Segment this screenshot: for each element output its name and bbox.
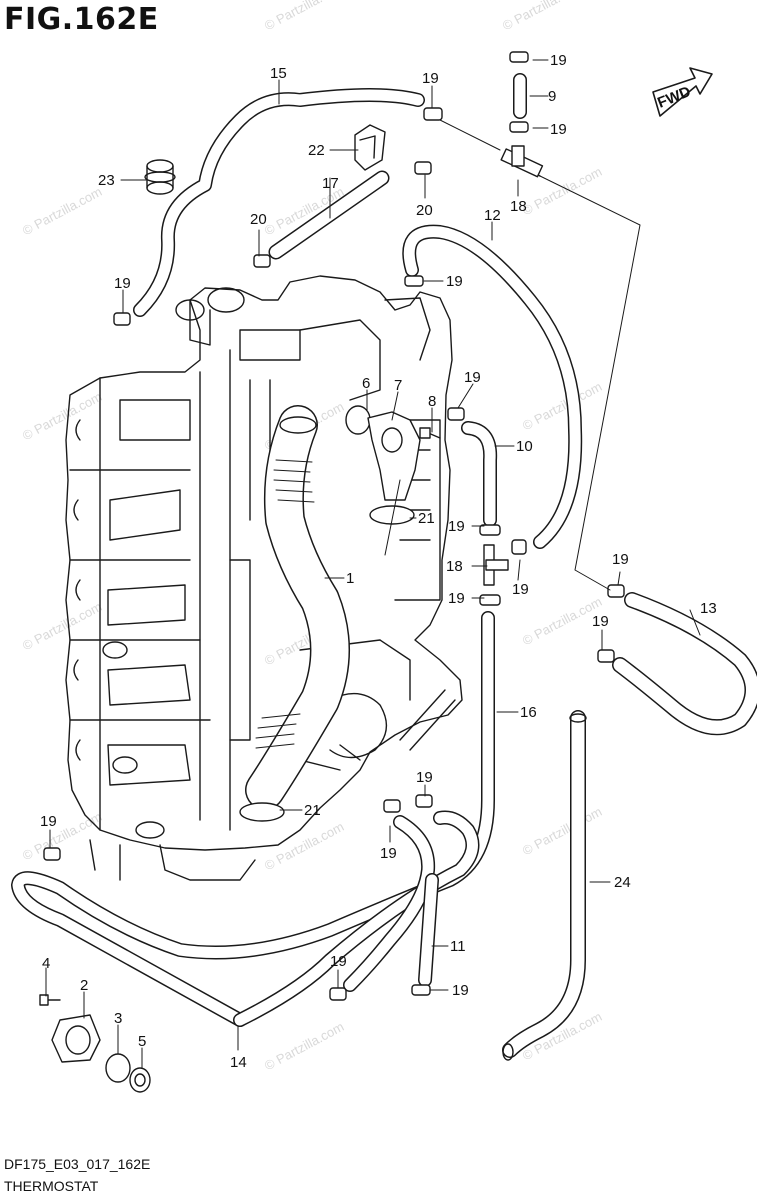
hose-12: [402, 224, 583, 549]
callout-13: 13: [700, 600, 717, 617]
callout-12: 12: [484, 207, 501, 224]
cylinder-head: [65, 275, 463, 881]
callout-2: 2: [80, 977, 88, 994]
callout-9: 9: [548, 88, 556, 105]
leader-lines: [45, 59, 701, 1069]
callout-19: 19: [422, 70, 439, 87]
callout-1: 1: [346, 570, 354, 587]
hose-1: [245, 405, 350, 810]
callout-19: 19: [612, 551, 629, 568]
callout-21: 21: [418, 510, 435, 527]
hose-11: [418, 873, 439, 987]
callout-8: 8: [428, 393, 436, 410]
callout-19: 19: [512, 581, 529, 598]
hose-17: [268, 170, 390, 260]
callout-19: 19: [380, 845, 397, 862]
callout-19: 19: [114, 275, 131, 292]
fwd-arrow: FWD: [652, 67, 713, 117]
hose-24: [502, 710, 587, 1061]
callout-14: 14: [230, 1054, 247, 1071]
callout-11: 11: [450, 938, 466, 955]
callout-19: 19: [330, 953, 347, 970]
callout-24: 24: [614, 874, 631, 891]
routing-line: [384, 479, 401, 556]
callout-19: 19: [452, 982, 469, 999]
callout-20: 20: [250, 211, 267, 228]
clamps: [43, 51, 625, 1001]
hose-13: [612, 592, 757, 736]
bracket-22: [354, 124, 386, 171]
callout-21: 21: [304, 802, 321, 819]
callout-19: 19: [446, 273, 463, 290]
hose-10: [461, 421, 498, 527]
grommet-23: [144, 159, 176, 195]
callout-5: 5: [138, 1033, 146, 1050]
callout-18-mid: 18: [446, 558, 463, 575]
callout-7: 7: [394, 377, 402, 394]
callout-4: 4: [42, 955, 50, 972]
callout-19: 19: [550, 121, 567, 138]
callout-16: 16: [520, 704, 537, 721]
callout-20: 20: [416, 202, 433, 219]
figure-code: DF175_E03_017_162E: [4, 1156, 151, 1172]
callout-17: 17: [322, 175, 339, 192]
callout-15: 15: [270, 65, 287, 82]
callout-18-top: 18: [510, 198, 527, 215]
routing-line: [439, 119, 641, 591]
figure-caption: THERMOSTAT: [4, 1178, 99, 1194]
t-joint-18: [483, 145, 544, 586]
callout-22: 22: [308, 142, 325, 159]
callout-19: 19: [40, 813, 57, 830]
callout-3: 3: [114, 1010, 122, 1027]
callout-23: 23: [98, 172, 115, 189]
callout-19: 19: [448, 590, 465, 607]
hose-15: [133, 88, 425, 317]
callout-19: 19: [550, 52, 567, 69]
callout-6: 6: [362, 375, 370, 392]
thermostat-cover: [345, 405, 441, 501]
callout-19: 19: [448, 518, 465, 535]
callout-10: 10: [516, 438, 533, 455]
figure-title: FIG.162E: [4, 2, 159, 37]
fwd-label: FWD: [655, 83, 693, 112]
callout-19: 19: [592, 613, 609, 630]
callout-19: 19: [416, 769, 433, 786]
small-parts: [39, 994, 151, 1093]
callout-19: 19: [464, 369, 481, 386]
callout-labels: 1 2 3 4 5 6 7 8 9 10 11 12 13 14 15 16 1…: [40, 52, 717, 1071]
